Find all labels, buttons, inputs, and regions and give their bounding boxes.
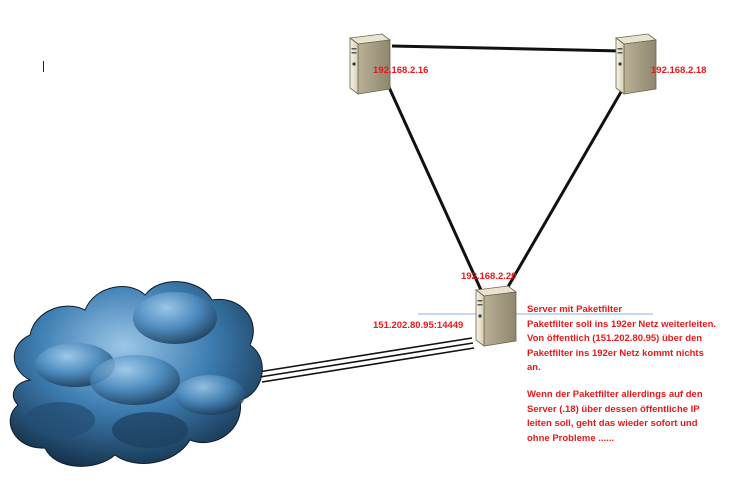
internet-cloud xyxy=(9,281,263,467)
annotation-note: Server mit Paketfilter Paketfilter soll … xyxy=(527,303,737,446)
link-16-20 xyxy=(386,84,483,291)
link-18-20 xyxy=(503,84,627,293)
text-cursor xyxy=(43,61,44,72)
server-icon xyxy=(474,285,518,347)
server-18-label: 192.168.2.18 xyxy=(651,65,707,76)
note-line: Von öffentlich (151.202.80.95) über den xyxy=(527,333,703,345)
public-ip-label: 151.202.80.95:14449 xyxy=(373,320,464,331)
link-16-18 xyxy=(391,44,623,53)
note-line: Wenn der Paketfilter allerdings auf den xyxy=(527,388,703,400)
server-20-label: 192.168.2.20 xyxy=(461,271,517,282)
server-icon xyxy=(348,33,392,95)
server-icon xyxy=(614,33,658,95)
note-line: Paketfilter soll ins 192er Netz weiterle… xyxy=(527,318,717,330)
note-line: Paketfilter ins 192er Netz kommt nichts xyxy=(527,347,704,359)
note-line: ohne Probleme ...... xyxy=(527,432,615,444)
network-links xyxy=(386,44,627,293)
server-16-label: 192.168.2.16 xyxy=(373,65,429,76)
note-line: leiten soll, geht das wieder sofort und xyxy=(527,418,698,430)
wan-link xyxy=(257,337,475,383)
note-title: Server mit Paketfilter xyxy=(527,304,623,315)
note-line: an. xyxy=(527,362,541,374)
note-line: Server (.18) über dessen öffentliche IP xyxy=(527,403,700,415)
